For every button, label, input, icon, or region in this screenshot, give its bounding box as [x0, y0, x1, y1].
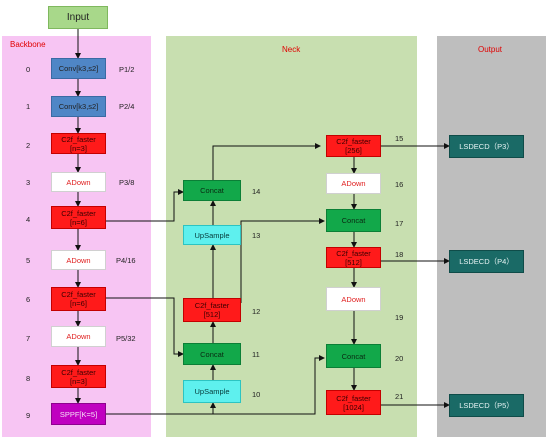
- neck-c2f-21: C2f_faster [1024]: [326, 390, 381, 415]
- upsample-10-label: UpSample: [194, 387, 230, 396]
- scale-label-p3: P3/8: [119, 178, 135, 187]
- neck-c2f-12: C2f_faster [512]: [183, 298, 241, 322]
- lsdecd-p4-label: LSDECD（P4）: [459, 257, 514, 266]
- c2f-15-param: [256]: [345, 146, 362, 155]
- layer-index-0: 0: [26, 65, 31, 74]
- c2f-6-label: C2f_faster: [61, 290, 96, 299]
- output-lsdecd-p3: LSDECD（P3）: [449, 135, 524, 158]
- neck-upsample-10: UpSample: [183, 380, 241, 403]
- c2f-15-label: C2f_faster: [336, 137, 371, 146]
- concat-20-label: Concat: [341, 351, 366, 361]
- layer-index-3: 3: [26, 178, 31, 187]
- c2f-18-param: [512]: [345, 257, 362, 267]
- layer-index-7: 7: [26, 334, 31, 343]
- conv-0-label: Conv[k3,s2]: [58, 64, 99, 73]
- neck-concat-14: Concat: [183, 180, 241, 201]
- adown-3-label: ADown: [66, 177, 91, 187]
- c2f-8-label: C2f_faster: [61, 367, 96, 377]
- node-index-14: 14: [252, 187, 261, 196]
- adown-19-label: ADown: [341, 294, 366, 304]
- c2f-12-param: [512]: [203, 310, 221, 319]
- node-index-18: 18: [395, 250, 404, 259]
- node-index-12: 12: [252, 307, 261, 316]
- input-box: Input: [48, 6, 108, 29]
- adown-16-label: ADown: [341, 179, 366, 188]
- layer-index-6: 6: [26, 295, 31, 304]
- node-index-13: 13: [252, 231, 261, 240]
- concat-11-label: Concat: [200, 349, 224, 359]
- c2f-12-label: C2f_faster: [194, 301, 230, 310]
- output-lsdecd-p4: LSDECD（P4）: [449, 250, 524, 273]
- upsample-13-label: UpSample: [194, 230, 230, 240]
- neck-concat-20: Concat: [326, 344, 381, 368]
- scale-label-p4: P4/16: [116, 256, 136, 265]
- backbone-c2f-2: C2f_faster [n=3]: [51, 133, 106, 154]
- output-lsdecd-p5: LSDECD（P5）: [449, 394, 524, 417]
- c2f-18-label: C2f_faster: [336, 248, 371, 258]
- neck-upsample-13: UpSample: [183, 225, 241, 245]
- node-index-17: 17: [395, 219, 404, 228]
- concat-14-label: Concat: [200, 186, 224, 195]
- lsdecd-p5-label: LSDECD（P5）: [459, 401, 514, 410]
- layer-index-4: 4: [26, 215, 31, 224]
- node-index-15: 15: [395, 134, 404, 143]
- c2f-2-param: [n=3]: [70, 143, 87, 153]
- adown-7-label: ADown: [66, 332, 91, 341]
- scale-label-p5: P5/32: [116, 334, 136, 343]
- node-index-16: 16: [395, 180, 404, 189]
- layer-index-5: 5: [26, 256, 31, 265]
- backbone-c2f-6: C2f_faster [n=6]: [51, 287, 106, 311]
- node-index-20: 20: [395, 354, 404, 363]
- c2f-4-param: [n=6]: [70, 217, 87, 227]
- neck-concat-11: Concat: [183, 343, 241, 365]
- c2f-4-label: C2f_faster: [61, 208, 96, 218]
- scale-label-p2: P2/4: [119, 102, 135, 111]
- layer-index-2: 2: [26, 141, 31, 150]
- layer-index-9: 9: [26, 411, 31, 420]
- input-label: Input: [66, 12, 90, 23]
- lsdecd-p3-label: LSDECD（P3）: [459, 142, 514, 151]
- c2f-2-label: C2f_faster: [61, 134, 96, 144]
- layer-index-1: 1: [26, 102, 31, 111]
- node-index-10: 10: [252, 390, 261, 399]
- neck-adown-16: ADown: [326, 173, 381, 194]
- conv-1-label: Conv[k3,s2]: [58, 102, 99, 111]
- neck-concat-17: Concat: [326, 209, 381, 232]
- scale-label-p1: P1/2: [119, 65, 135, 74]
- neck-c2f-15: C2f_faster [256]: [326, 135, 381, 157]
- node-index-19: 19: [395, 313, 404, 322]
- backbone-title: Backbone: [10, 40, 46, 49]
- output-panel: [437, 36, 546, 437]
- c2f-8-param: [n=3]: [70, 376, 87, 386]
- backbone-c2f-4: C2f_faster [n=6]: [51, 206, 106, 229]
- concat-17-label: Concat: [341, 216, 366, 225]
- node-index-11: 11: [252, 350, 260, 359]
- neck-c2f-18: C2f_faster [512]: [326, 247, 381, 268]
- sppf-9-label: SPPF[K=5]: [59, 409, 98, 419]
- c2f-6-param: [n=6]: [70, 299, 87, 308]
- adown-5-label: ADown: [66, 255, 91, 265]
- neck-adown-19: ADown: [326, 287, 381, 311]
- backbone-adown-5: ADown: [51, 250, 106, 270]
- backbone-sppf-9: SPPF[K=5]: [51, 403, 106, 425]
- backbone-conv-1: Conv[k3,s2]: [51, 96, 106, 117]
- c2f-21-label: C2f_faster: [336, 393, 371, 403]
- backbone-adown-7: ADown: [51, 326, 106, 347]
- node-index-21: 21: [395, 392, 404, 401]
- output-title: Output: [478, 45, 503, 54]
- backbone-conv-0: Conv[k3,s2]: [51, 58, 106, 79]
- neck-title: Neck: [282, 45, 301, 54]
- backbone-c2f-8: C2f_faster [n=3]: [51, 365, 106, 388]
- c2f-21-param: [1024]: [343, 402, 364, 412]
- backbone-adown-3: ADown: [51, 172, 106, 192]
- layer-index-8: 8: [26, 374, 31, 383]
